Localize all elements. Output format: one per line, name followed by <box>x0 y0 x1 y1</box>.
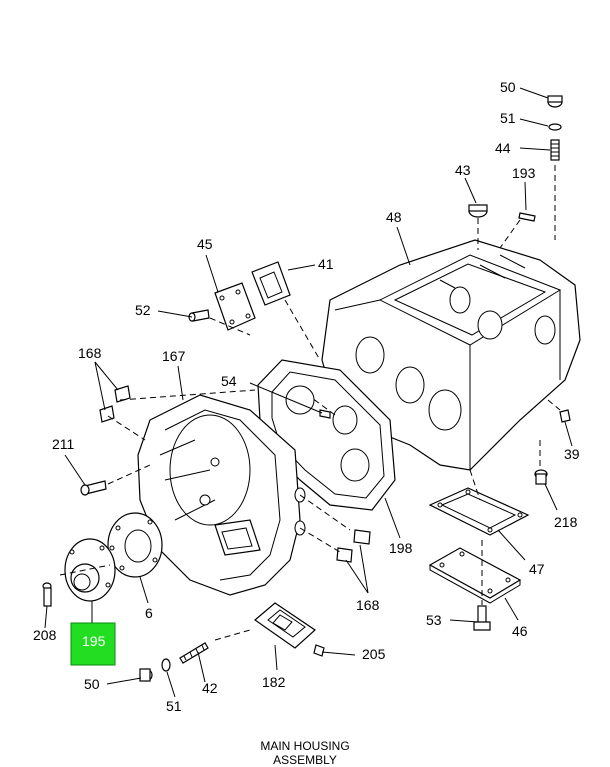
cover-plate-45 <box>214 282 256 331</box>
label-50-top[interactable]: 50 <box>500 79 516 95</box>
gasket-41 <box>251 261 321 361</box>
label-48[interactable]: 48 <box>386 209 402 225</box>
label-168-top[interactable]: 168 <box>78 345 102 361</box>
label-205[interactable]: 205 <box>362 646 386 662</box>
bolt-211 <box>80 464 151 496</box>
label-211[interactable]: 211 <box>52 436 75 452</box>
main-housing <box>321 239 581 471</box>
plug-39 <box>547 399 571 423</box>
part-labels: 50 51 44 43 193 48 45 41 52 54 168 167 2… <box>33 79 580 714</box>
label-45[interactable]: 45 <box>197 236 213 252</box>
dowels-168-top <box>99 385 131 423</box>
label-50-bottom[interactable]: 50 <box>84 676 100 692</box>
cover-182 <box>254 602 316 649</box>
bolt-52 <box>188 309 210 322</box>
label-51-top[interactable]: 51 <box>500 110 516 126</box>
pin-54 <box>319 409 331 419</box>
label-44[interactable]: 44 <box>495 140 511 156</box>
cover-46 <box>428 547 522 604</box>
cover-195 <box>64 538 116 602</box>
alignment-lines <box>59 317 481 641</box>
bottom-stud-stack <box>139 642 209 682</box>
plug-and-pin <box>468 204 536 250</box>
label-41[interactable]: 41 <box>318 256 334 272</box>
label-195[interactable]: 195 <box>82 633 106 649</box>
label-51-bottom[interactable]: 51 <box>166 698 182 714</box>
label-54[interactable]: 54 <box>221 373 237 389</box>
highlight-box[interactable] <box>70 622 116 666</box>
label-193[interactable]: 193 <box>512 165 536 181</box>
caption-line-2: ASSEMBLY <box>273 753 337 767</box>
label-42[interactable]: 42 <box>202 680 218 696</box>
bolt-53 <box>473 540 491 631</box>
caption-line-1: MAIN HOUSING <box>260 739 350 753</box>
top-nut-stack <box>547 95 563 240</box>
label-46[interactable]: 46 <box>512 623 528 639</box>
bolt-208 <box>42 582 52 607</box>
label-43[interactable]: 43 <box>455 162 471 178</box>
label-6[interactable]: 6 <box>145 605 153 621</box>
bolt-205 <box>313 644 325 657</box>
label-47[interactable]: 47 <box>529 561 545 577</box>
plug-218 <box>534 440 548 485</box>
label-52[interactable]: 52 <box>135 302 151 318</box>
highlighted-callout-195[interactable]: 195 <box>70 622 116 666</box>
label-208[interactable]: 208 <box>33 627 57 643</box>
label-39[interactable]: 39 <box>564 446 580 462</box>
label-167[interactable]: 167 <box>162 348 186 364</box>
retainer-6 <box>107 512 163 578</box>
label-198[interactable]: 198 <box>389 540 413 556</box>
label-218[interactable]: 218 <box>554 514 578 530</box>
label-168-bottom[interactable]: 168 <box>356 597 380 613</box>
label-53[interactable]: 53 <box>426 612 442 628</box>
leader-lines <box>44 87 573 698</box>
gasket-47 <box>428 487 530 536</box>
label-182[interactable]: 182 <box>262 674 286 690</box>
bell-housing-167 <box>137 394 306 596</box>
dowels-168-bottom <box>336 529 371 563</box>
